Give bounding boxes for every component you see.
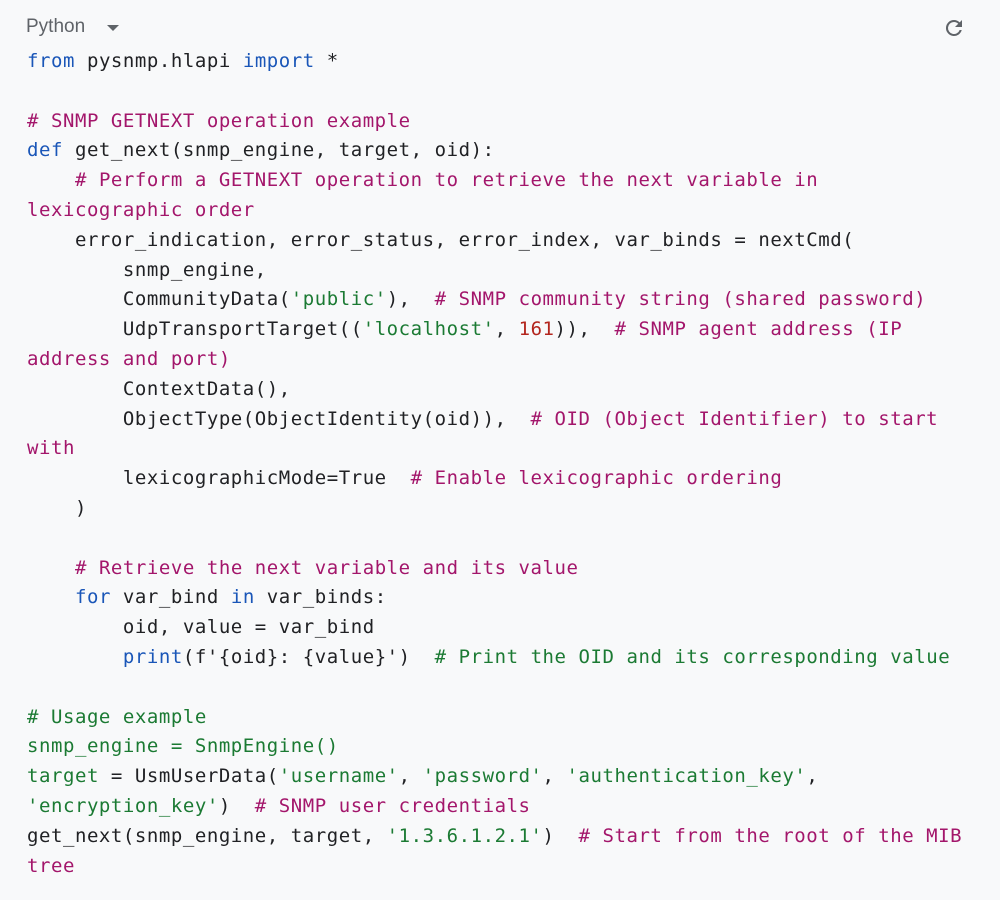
code-token: * — [314, 50, 339, 72]
code-token: 'encryption_key' — [27, 794, 219, 817]
language-dropdown[interactable]: Python — [26, 16, 120, 38]
code-token: from — [27, 50, 75, 72]
code-token: snmp_engine, — [27, 258, 267, 281]
code-line: CommunityData('public'), # SNMP communit… — [27, 285, 962, 315]
code-line: # Perform a GETNEXT operation to retriev… — [27, 166, 962, 196]
code-line: ) — [27, 494, 962, 524]
code-token: target — [27, 765, 99, 788]
code-line: tree — [27, 852, 962, 882]
code-token: 'public' — [290, 288, 387, 311]
code-line: for var_bind in var_binds: — [27, 583, 962, 613]
code-token: # SNMP user credentials — [254, 794, 531, 817]
code-line: get_next(snmp_engine, target, '1.3.6.1.2… — [27, 822, 962, 852]
code-line: from pysnmp.hlapi import * — [27, 47, 962, 77]
code-token: in — [230, 586, 255, 609]
code-token: snmp_engine = SnmpEngine() — [27, 735, 339, 758]
code-token: ) — [218, 794, 255, 817]
code-block-header: Python — [0, 0, 1000, 50]
code-token: (f'{oid}: {value}') — [182, 645, 435, 668]
code-line — [27, 673, 962, 703]
code-token: ContextData(), — [27, 377, 291, 400]
code-token: var_binds: — [254, 586, 387, 609]
code-line: ObjectType(ObjectIdentity(oid)), # OID (… — [27, 405, 962, 435]
code-line: address and port) — [27, 345, 962, 375]
code-line: print(f'{oid}: {value}') # Print the OID… — [27, 643, 962, 673]
code-token: for — [74, 586, 111, 609]
code-line: 'encryption_key') # SNMP user credential… — [27, 792, 962, 822]
caret-down-icon — [107, 25, 120, 31]
code-line: oid, value = var_bind — [27, 613, 962, 643]
language-label: Python — [26, 16, 86, 37]
code-token: get_next(snmp_engine, target, — [27, 824, 387, 847]
code-token: lexicographic order — [27, 198, 255, 221]
code-token: # SNMP community string (shared password… — [434, 288, 927, 311]
code-token: # Usage example — [27, 705, 207, 728]
code-token: UdpTransportTarget(( — [27, 318, 363, 341]
code-token: )), — [554, 318, 615, 341]
code-token: with — [27, 437, 75, 460]
code-line: UdpTransportTarget(('localhost', 161)), … — [27, 315, 962, 345]
code-token: ) — [542, 824, 579, 847]
code-line: # Retrieve the next variable and its val… — [27, 554, 962, 584]
code-line: # SNMP GETNEXT operation example — [27, 107, 962, 137]
code-token: print — [122, 645, 183, 668]
code-token: ) — [27, 496, 87, 519]
code-token: tree — [27, 854, 75, 877]
code-line: # Usage example — [27, 703, 962, 733]
code-token: # Perform a GETNEXT operation to retriev… — [74, 169, 819, 192]
code-line: lexicographicMode=True # Enable lexicogr… — [27, 464, 962, 494]
code-token — [27, 169, 75, 191]
code-token: 'username' — [278, 765, 399, 788]
code-token — [27, 586, 75, 608]
code-token — [27, 646, 123, 668]
code-token: def — [27, 139, 63, 162]
code-line: def get_next(snmp_engine, target, oid): — [27, 136, 962, 166]
code-token: 161 — [518, 318, 555, 341]
code-token: 'localhost' — [362, 318, 495, 341]
code-line: error_indication, error_status, error_in… — [27, 226, 962, 256]
code-token: 'authentication_key' — [566, 765, 807, 788]
code-token: , — [398, 765, 423, 788]
code-token: lexicographicMode=True — [27, 467, 411, 490]
code-token: , — [806, 765, 819, 788]
code-token: , — [542, 765, 567, 788]
code-token: # OID (Object Identifier) to start — [530, 407, 939, 430]
code-token: # SNMP agent address (IP — [614, 318, 903, 341]
code-line: snmp_engine = SnmpEngine() — [27, 732, 962, 762]
code-block[interactable]: from pysnmp.hlapi import * # SNMP GETNEX… — [27, 47, 962, 881]
code-token: pysnmp.hlapi — [74, 50, 243, 72]
code-token: # Start from the root of the MIB — [578, 824, 963, 847]
code-token: '1.3.6.1.2.1' — [386, 824, 543, 847]
code-token: # Retrieve the next variable and its val… — [74, 556, 579, 579]
code-token: address and port) — [27, 347, 231, 370]
code-token: error_indication, error_status, error_in… — [27, 228, 855, 251]
code-token: oid, value = var_bind — [27, 616, 375, 639]
code-line: target = UsmUserData('username', 'passwo… — [27, 762, 962, 792]
code-line: with — [27, 434, 962, 464]
code-token: ObjectType(ObjectIdentity(oid)), — [27, 407, 531, 430]
code-token: 'password' — [422, 765, 543, 788]
code-token: ), — [386, 288, 435, 311]
code-line — [27, 524, 962, 554]
code-line — [27, 77, 962, 107]
refresh-icon[interactable] — [942, 16, 966, 40]
code-token — [27, 557, 75, 579]
code-token: CommunityData( — [27, 288, 291, 311]
code-token: # SNMP GETNEXT operation example — [27, 109, 411, 132]
code-token: , — [494, 318, 519, 341]
code-token: # Print the OID and its corresponding va… — [434, 645, 951, 668]
code-line: snmp_engine, — [27, 256, 962, 286]
code-line: lexicographic order — [27, 196, 962, 226]
code-token: get_next(snmp_engine, target, oid): — [62, 139, 495, 162]
code-line: ContextData(), — [27, 375, 962, 405]
code-token: = UsmUserData( — [98, 765, 279, 788]
code-token: # Enable lexicographic ordering — [410, 467, 783, 490]
code-token: var_bind — [110, 586, 231, 609]
code-token: import — [242, 50, 315, 72]
